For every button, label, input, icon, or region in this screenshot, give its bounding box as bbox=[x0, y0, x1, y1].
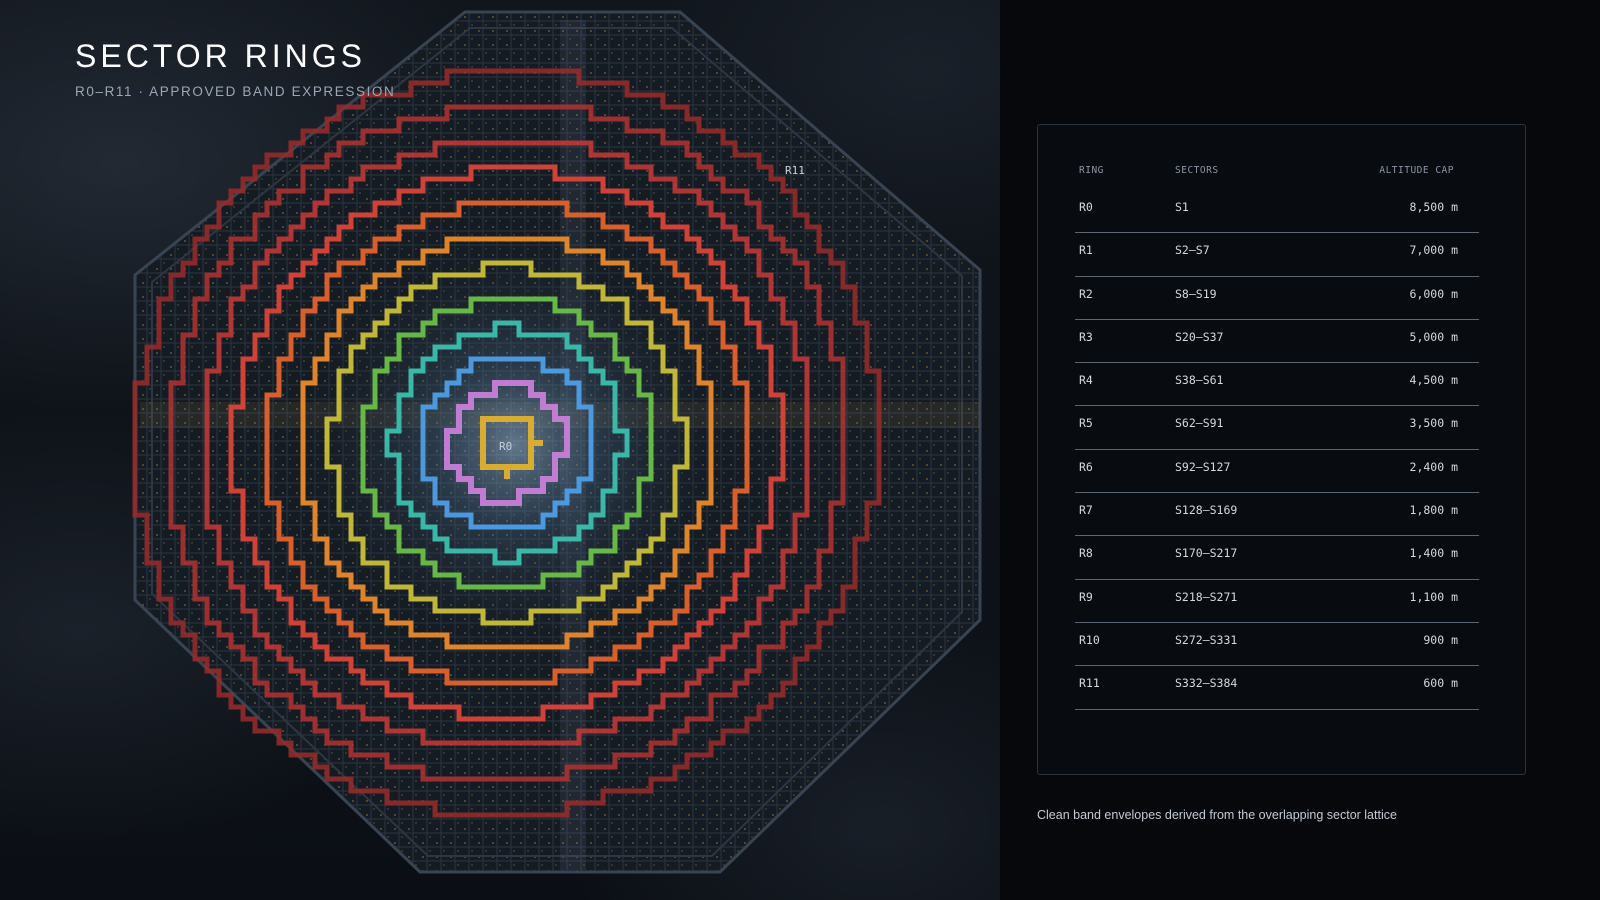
cell-sectors: S218–S271 bbox=[1175, 589, 1238, 604]
ring-band-r7 bbox=[264, 200, 750, 686]
ring-label-r11: R11 bbox=[785, 164, 805, 177]
page-subtitle: R0–R11 · APPROVED BAND EXPRESSION bbox=[75, 84, 396, 99]
sector-map: SECTOR RINGS R0–R11 · APPROVED BAND EXPR… bbox=[0, 0, 1000, 900]
cell-sectors: S2–S7 bbox=[1175, 243, 1210, 258]
cell-altitude: 2,400 m bbox=[1409, 459, 1458, 474]
ring-band-r3 bbox=[384, 320, 630, 566]
core-glow bbox=[285, 215, 745, 675]
cell-ring: R5 bbox=[1079, 416, 1093, 431]
cell-ring: R10 bbox=[1079, 632, 1100, 647]
table-header: RING SECTORS ALTITUDE CAP bbox=[1079, 165, 1475, 181]
table-row: R6 S92–S127 2,400 m bbox=[1075, 450, 1479, 494]
cell-ring: R0 bbox=[1079, 200, 1093, 214]
cell-ring: R11 bbox=[1079, 676, 1100, 691]
ring-band-r9 bbox=[204, 140, 810, 746]
ring-bands bbox=[132, 68, 882, 818]
cell-ring: R6 bbox=[1079, 459, 1093, 474]
cell-sectors: S62–S91 bbox=[1175, 416, 1224, 431]
table-row: R2 S8–S19 6,000 m bbox=[1075, 277, 1479, 320]
cell-sectors: S128–S169 bbox=[1175, 503, 1238, 518]
cell-sectors: S272–S331 bbox=[1175, 632, 1238, 647]
cell-altitude: 5,000 m bbox=[1409, 329, 1458, 344]
cell-altitude: 3,500 m bbox=[1409, 416, 1458, 431]
table-row: R7 S128–S169 1,800 m bbox=[1075, 493, 1479, 537]
cell-altitude: 7,000 m bbox=[1409, 243, 1458, 258]
cell-altitude: 8,500 m bbox=[1409, 200, 1458, 214]
table-row: R9 S218–S271 1,100 m bbox=[1075, 580, 1479, 623]
table-row: R11 S332–S384 600 m bbox=[1075, 666, 1479, 710]
cell-ring: R8 bbox=[1079, 546, 1093, 561]
cell-altitude: 1,800 m bbox=[1409, 503, 1458, 518]
cell-sectors: S92–S127 bbox=[1175, 459, 1231, 474]
city-octagon-inner-edge bbox=[151, 27, 963, 857]
table-row: R1 S2–S7 7,000 m bbox=[1075, 233, 1479, 277]
cell-ring: R3 bbox=[1079, 329, 1093, 344]
ring-band-r5 bbox=[324, 260, 690, 626]
sector-map-graphic bbox=[132, 10, 982, 874]
ring-label-r0: R0 bbox=[499, 440, 513, 453]
cell-ring: R4 bbox=[1079, 373, 1093, 388]
caption: Clean band envelopes derived from the ov… bbox=[1037, 808, 1397, 822]
cell-sectors: S332–S384 bbox=[1175, 676, 1238, 691]
cell-ring: R1 bbox=[1079, 243, 1093, 258]
ring-band-r4 bbox=[360, 296, 654, 590]
table-row: R5 S62–S91 3,500 m bbox=[1075, 406, 1479, 450]
ring-band-r2 bbox=[420, 356, 594, 530]
cell-altitude: 600 m bbox=[1423, 676, 1458, 691]
table-row: R8 S170–S217 1,400 m bbox=[1075, 536, 1479, 580]
cell-ring: R7 bbox=[1079, 503, 1093, 518]
ring-table-rows: R0 S1 8,500 m R1 S2–S7 7,000 m R2 S8–S19… bbox=[1075, 190, 1479, 710]
ring-band-r6 bbox=[300, 236, 714, 650]
ring-band-r10 bbox=[168, 104, 846, 782]
cell-sectors: S8–S19 bbox=[1175, 286, 1217, 301]
ring-band-r1 bbox=[444, 380, 570, 506]
ring-band-r0 bbox=[480, 416, 543, 479]
ring-table-card: RING SECTORS ALTITUDE CAP R0 S1 8,500 m … bbox=[1037, 124, 1526, 775]
table-row: R0 S1 8,500 m bbox=[1075, 190, 1479, 234]
cell-altitude: 900 m bbox=[1423, 632, 1458, 647]
cell-sectors: S20–S37 bbox=[1175, 329, 1224, 344]
cell-ring: R2 bbox=[1079, 286, 1093, 301]
cell-altitude: 1,400 m bbox=[1409, 546, 1458, 561]
page-title: SECTOR RINGS bbox=[75, 38, 366, 74]
side-panel: RING SECTORS ALTITUDE CAP R0 S1 8,500 m … bbox=[1000, 0, 1600, 900]
ring-band-r8 bbox=[228, 164, 786, 722]
cell-ring: R9 bbox=[1079, 589, 1093, 604]
table-row: R10 S272–S331 900 m bbox=[1075, 623, 1479, 667]
table-row: R4 S38–S61 4,500 m bbox=[1075, 363, 1479, 407]
ring-band-r11 bbox=[132, 68, 882, 818]
title-block: SECTOR RINGS R0–R11 · APPROVED BAND EXPR… bbox=[75, 38, 395, 99]
column-header-sectors: SECTORS bbox=[1175, 165, 1219, 176]
column-header-altitude: ALTITUDE CAP bbox=[1379, 165, 1454, 176]
cell-sectors: S38–S61 bbox=[1175, 373, 1224, 388]
cell-sectors: S1 bbox=[1175, 200, 1189, 214]
cell-sectors: S170–S217 bbox=[1175, 546, 1238, 561]
cell-altitude: 1,100 m bbox=[1409, 589, 1458, 604]
cell-altitude: 6,000 m bbox=[1409, 286, 1458, 301]
cell-altitude: 4,500 m bbox=[1409, 373, 1458, 388]
table-row: R3 S20–S37 5,000 m bbox=[1075, 320, 1479, 364]
column-header-ring: RING bbox=[1079, 165, 1104, 176]
